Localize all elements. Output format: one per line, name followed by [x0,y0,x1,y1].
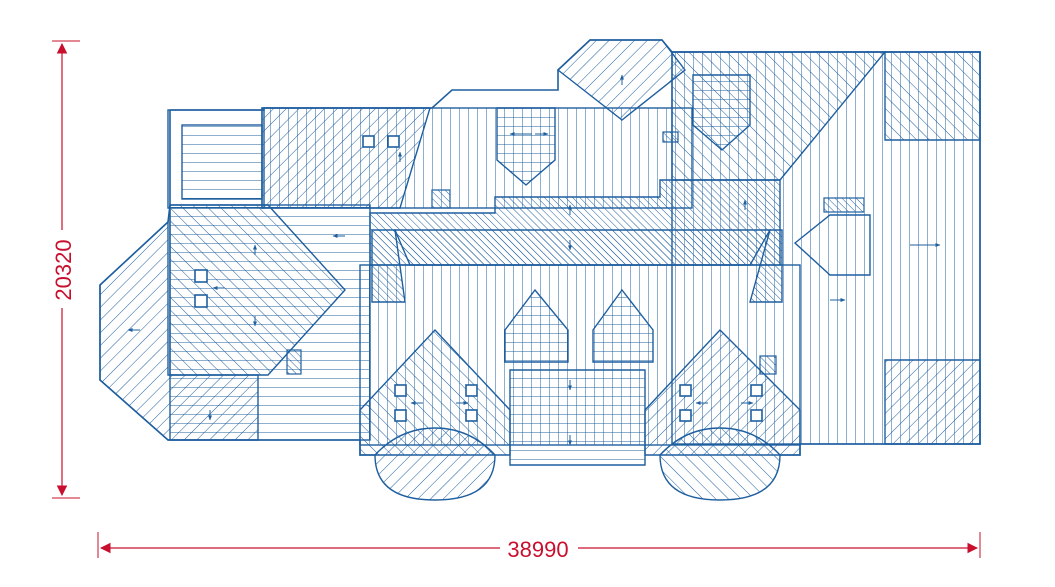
chimney [823,197,865,213]
roof-ridge-end-west [371,229,406,303]
skylight [394,384,407,397]
skylights [194,135,763,422]
skylight [679,384,692,397]
dormer-south-1 [504,288,569,363]
skylight [394,409,407,422]
roof-ridge-end-east [749,229,783,303]
dormer-east [793,214,871,276]
dimension-width: 38990 [97,532,981,562]
height-dimension-label: 20320 [51,239,76,300]
roof-plane-east-hip-bottom [884,359,981,445]
dormer-north-1 [496,107,556,186]
roof-plane-northwest [261,107,431,209]
skylight [194,269,208,283]
skylight [194,294,208,308]
dormer-north-2 [692,74,751,151]
roof-outline [99,39,981,456]
chimney [662,131,679,143]
skylight [387,135,400,148]
roof-tower-inner [181,124,263,200]
width-dimension-label: 38990 [507,537,568,562]
skylight [362,135,375,148]
chimney [431,189,451,209]
skylight [465,384,478,397]
chimney [759,355,777,375]
roof-plane-west-hip [169,204,346,376]
dormer-south-2 [592,288,654,363]
skylight [750,409,763,422]
chimney [286,349,302,375]
skylight [750,384,763,397]
roof-bay-south-east [659,427,781,501]
roof-plane-south-center [509,369,646,466]
skylight [679,409,692,422]
chimneys [286,131,865,375]
slope-arrows [127,74,941,446]
skylight [465,409,478,422]
roof-gable-south-east [644,328,801,456]
dimension-height: 20320 [51,40,80,499]
roof-bay-south-west [374,427,496,501]
roof-planes [99,39,981,501]
roof-plane-east-hip-top [884,51,981,141]
roof-ridge-core [393,229,772,266]
